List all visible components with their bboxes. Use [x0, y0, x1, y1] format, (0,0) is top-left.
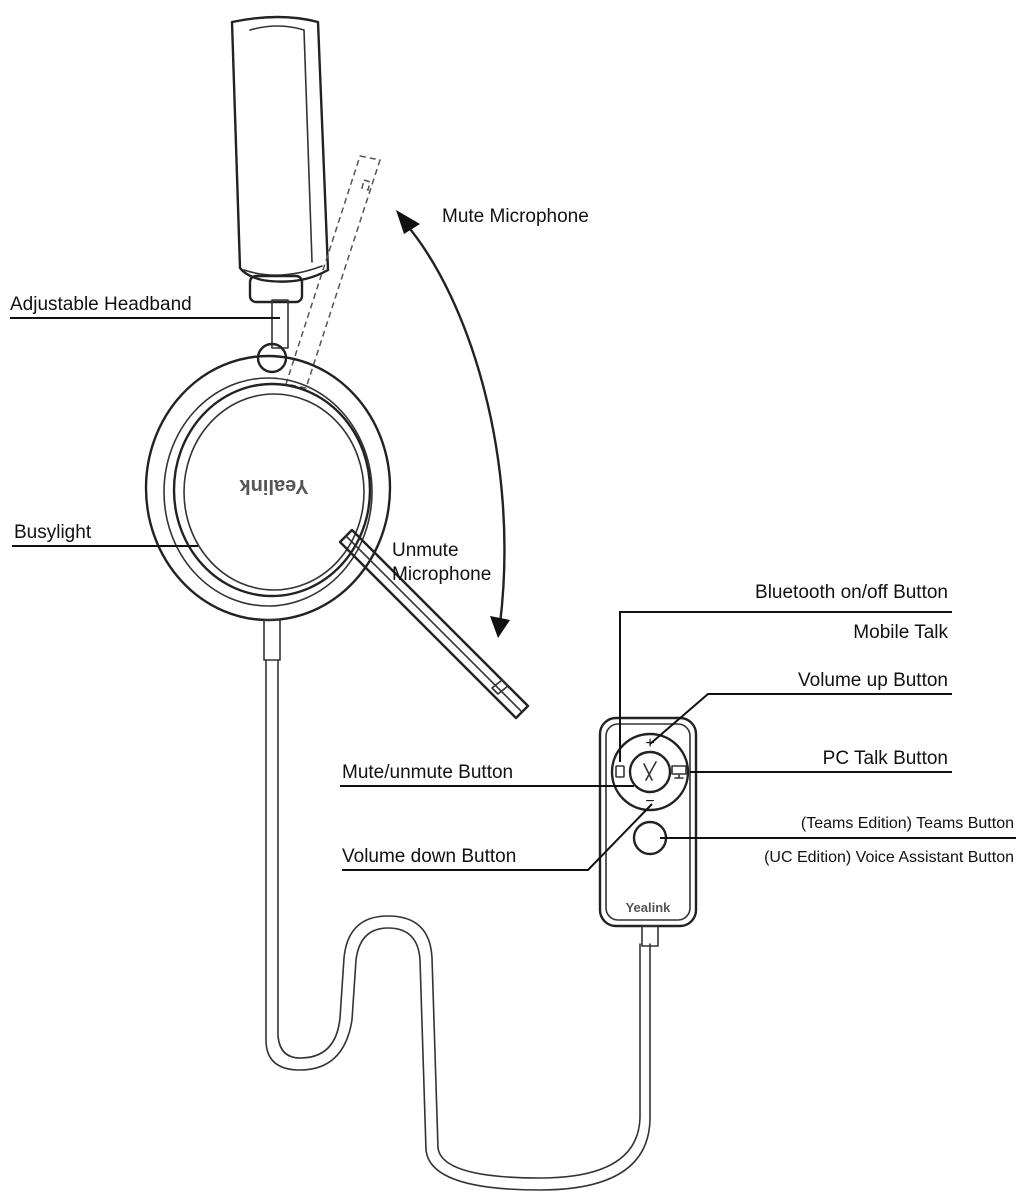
headband: [230, 15, 330, 349]
mute-unmute-button[interactable]: [628, 750, 672, 794]
inline-controller: + − Yealink: [598, 716, 698, 947]
earcup-logo: Yealink: [239, 475, 309, 497]
earcup: Yealink: [144, 342, 392, 622]
bluetooth-mobile-icon[interactable]: [615, 765, 625, 778]
label-unmute-line2: Microphone: [392, 564, 491, 585]
label-pc-talk: PC Talk Button: [823, 748, 948, 769]
label-bluetooth-button: Bluetooth on/off Button: [755, 582, 948, 603]
label-voice-assistant: (UC Edition) Voice Assistant Button: [764, 849, 1014, 866]
volume-ring[interactable]: [610, 732, 690, 812]
label-mute-unmute: Mute/unmute Button: [342, 762, 513, 783]
leader-lines: [10, 317, 1016, 871]
boom-mic: [338, 528, 530, 720]
mic-rotation-arrow: [396, 210, 510, 638]
label-teams-button: (Teams Edition) Teams Button: [801, 815, 1014, 832]
callout-labels: Adjustable Headband Busylight Mute Micro…: [10, 206, 1014, 867]
label-unmute-line1: Unmute: [392, 540, 459, 561]
label-volume-up: Volume up Button: [798, 670, 948, 691]
label-busylight: Busylight: [14, 522, 92, 543]
boom-mute-position: [285, 155, 381, 389]
mute-mic-icon: [643, 761, 657, 781]
controller-logo: Yealink: [626, 900, 672, 915]
label-mobile-talk: Mobile Talk: [853, 622, 948, 643]
label-volume-down: Volume down Button: [342, 846, 516, 867]
headset-cable: [263, 619, 651, 1191]
label-mute-microphone: Mute Microphone: [442, 206, 589, 227]
pc-icon[interactable]: [671, 765, 687, 779]
label-adjustable-headband: Adjustable Headband: [10, 294, 192, 315]
volume-down-glyph: −: [645, 793, 654, 810]
